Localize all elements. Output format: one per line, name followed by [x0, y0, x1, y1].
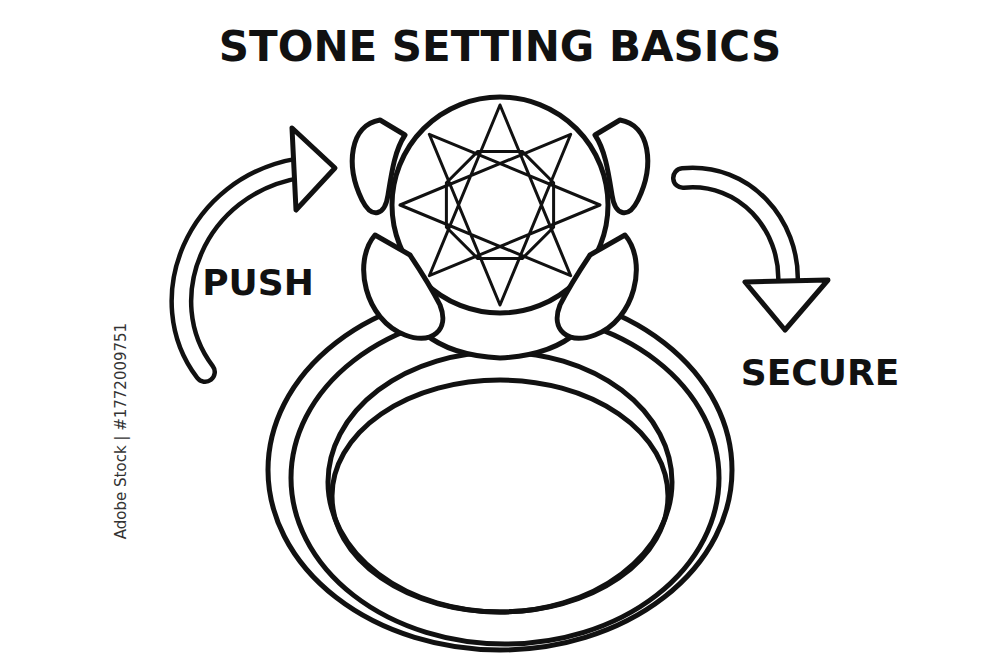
secure-arrow — [683, 178, 788, 282]
prong — [364, 235, 443, 338]
prong — [557, 235, 636, 338]
watermark: Adobe Stock | #1772009751 — [112, 323, 130, 539]
push-arrow-head — [292, 128, 335, 210]
ring-hole-inner — [332, 380, 668, 612]
prong — [352, 120, 405, 213]
ring-band-edge — [291, 312, 719, 644]
action-label: PUSH — [202, 262, 314, 303]
action-label: SECURE — [741, 352, 899, 393]
gem-facets — [400, 105, 600, 305]
secure-arrow-fill — [683, 178, 788, 282]
prong — [595, 120, 648, 213]
diagram-title: STONE SETTING BASICS — [219, 22, 781, 71]
gem-table — [446, 151, 553, 258]
secure-arrow-head — [745, 280, 828, 330]
ring-hole — [328, 352, 672, 612]
